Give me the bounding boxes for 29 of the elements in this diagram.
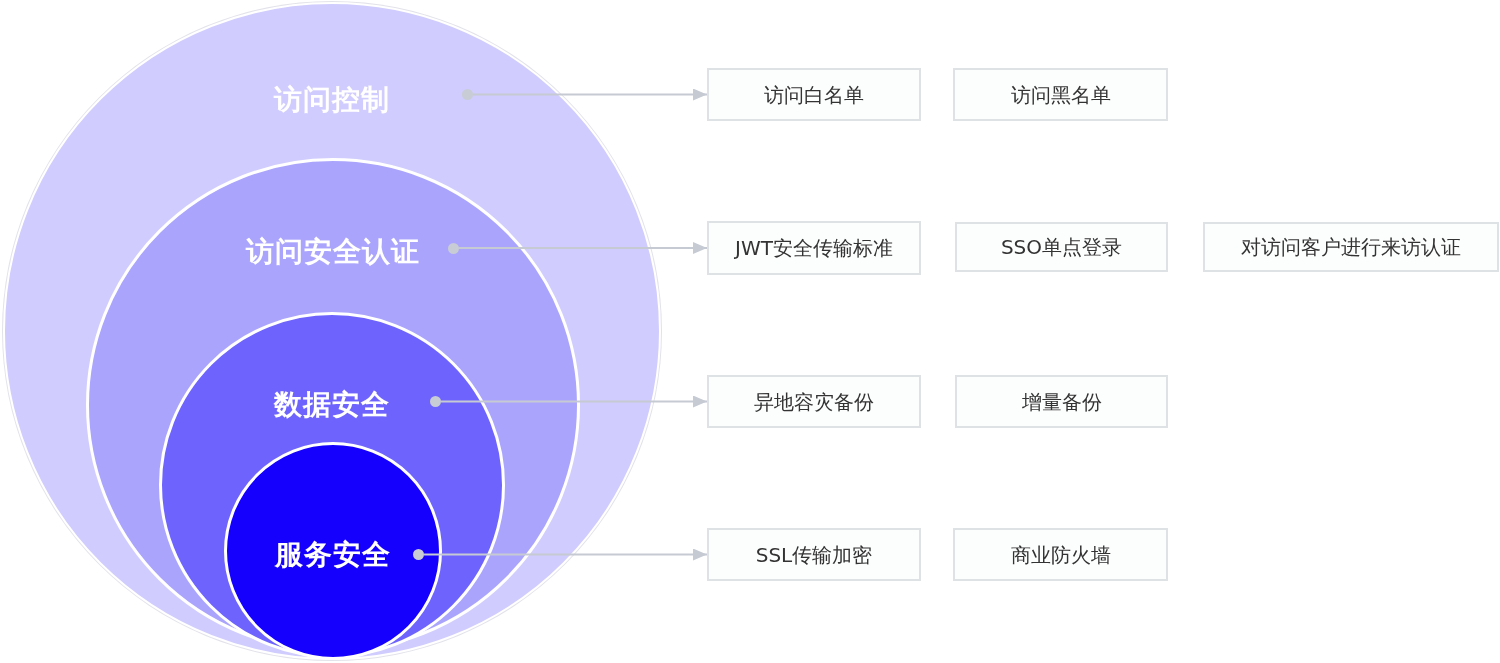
arrow (471, 88, 708, 101)
feature-label: 商业防火墙 (1010, 541, 1111, 568)
anchor-dot (429, 396, 441, 407)
feature-label: 对访问客户进行来访认证 (1241, 234, 1461, 260)
feature-label: 增量备份 (1021, 388, 1102, 415)
arrow (439, 395, 708, 408)
arrow (422, 548, 708, 561)
anchor-dot (412, 549, 424, 560)
feature-box (707, 528, 921, 581)
feature-box (955, 222, 1168, 272)
anchor-dot (461, 89, 473, 100)
feature-box (953, 528, 1168, 581)
layer-title: 访问安全认证 (246, 235, 420, 269)
anchor-dot (447, 242, 459, 254)
feature-box (707, 221, 921, 275)
arrow (457, 242, 708, 254)
feature-label: SSL传输加密 (755, 541, 873, 568)
layer-title: 服务安全 (275, 537, 391, 572)
feature-label: 访问白名单 (764, 81, 864, 108)
feature-box (707, 68, 921, 121)
layer-title: 数据安全 (274, 388, 390, 422)
feature-label: 访问黑名单 (1010, 81, 1111, 108)
feature-label: JWT安全传输标准 (735, 235, 893, 261)
feature-label: SSO单点登录 (1000, 234, 1123, 260)
feature-box (953, 68, 1168, 121)
feature-label: 异地容灾备份 (754, 388, 874, 415)
feature-box (707, 375, 921, 428)
feature-box (955, 375, 1168, 428)
feature-box (1203, 222, 1499, 272)
